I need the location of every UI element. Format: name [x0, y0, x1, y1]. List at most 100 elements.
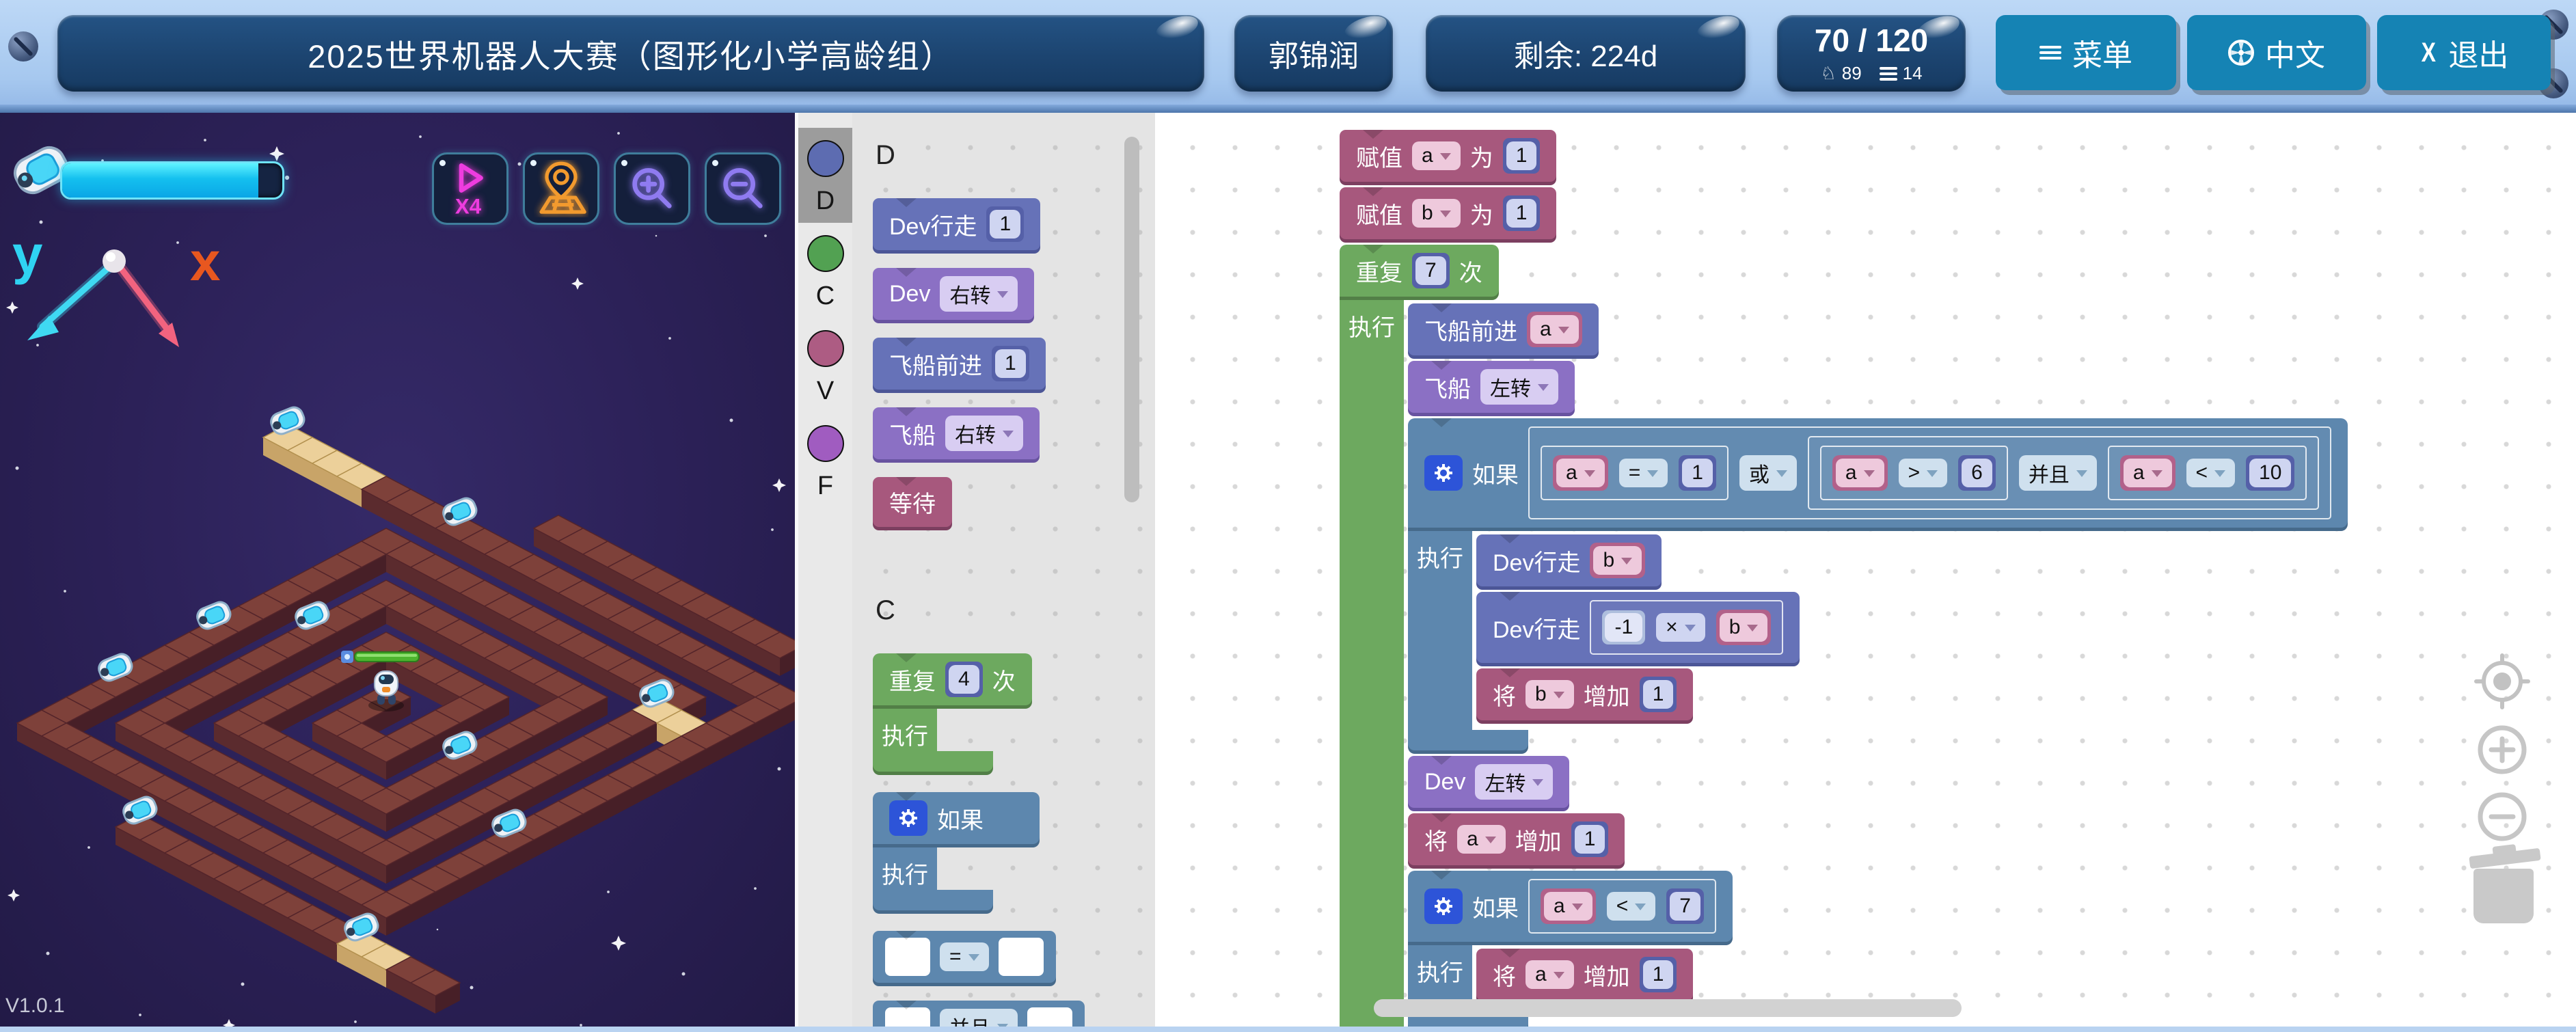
var-dropdown[interactable]: b: [1412, 199, 1461, 228]
assign-b-block[interactable]: 赋值 b 为 1: [1340, 187, 1557, 239]
speed-label: X4: [455, 194, 482, 217]
contest-title: 2025世界机器人大赛（图形化小学高龄组）: [57, 15, 1204, 92]
number-field[interactable]: 1: [1506, 141, 1537, 170]
player-name-badge: 郭锦润: [1234, 15, 1393, 92]
number-field[interactable]: 1: [1682, 459, 1713, 487]
gear-icon[interactable]: [889, 800, 927, 836]
exit-x-icon: X: [2421, 37, 2436, 68]
palette-dev-turn-block[interactable]: Dev 右转: [873, 268, 1035, 320]
gear-icon[interactable]: [1424, 455, 1463, 491]
or-dropdown[interactable]: 或: [1739, 455, 1797, 491]
direction-dropdown[interactable]: 左转: [1480, 369, 1558, 405]
version-label: V1.0.1: [5, 994, 65, 1017]
direction-dropdown[interactable]: 右转: [940, 276, 1018, 312]
workspace-zoom-out-button[interactable]: [2475, 789, 2530, 844]
compare-op-dropdown[interactable]: >: [1898, 459, 1948, 487]
compare-op-dropdown[interactable]: <: [2186, 459, 2236, 487]
zoom-in-button[interactable]: [614, 152, 690, 225]
palette-ship-forward-block[interactable]: 飞船前进 1: [873, 338, 1046, 390]
var-dropdown[interactable]: a: [1835, 459, 1884, 487]
exit-button[interactable]: X 退出: [2377, 15, 2551, 90]
number-field[interactable]: 1: [1642, 960, 1674, 989]
and-dropdown[interactable]: 并且: [2018, 455, 2097, 491]
workspace-zoom-in-button[interactable]: [2475, 722, 2530, 777]
condition-less-group: a < 10: [2107, 446, 2307, 500]
palette-repeat-block[interactable]: 重复 4 次 执行: [873, 653, 1155, 772]
if-block-inner[interactable]: 如果 a < 7 执行 将: [1408, 871, 1733, 1031]
dev-turn-block[interactable]: Dev 左转: [1408, 756, 1570, 808]
axis-x-label: x: [190, 231, 221, 292]
var-dropdown[interactable]: a: [2123, 459, 2172, 487]
number-field[interactable]: 1: [1574, 825, 1605, 854]
palette-wait-block[interactable]: 等待: [873, 477, 952, 527]
code-workspace[interactable]: 赋值 a 为 1 赋值 b 为 1 重复 7 次 执行 飞船前进 a: [1155, 113, 2576, 1032]
var-dropdown[interactable]: b: [1719, 613, 1768, 642]
var-dropdown[interactable]: a: [1457, 825, 1506, 854]
trash-can[interactable]: [2469, 843, 2543, 925]
category-d-dot: [806, 140, 844, 177]
block-palette-flyout: D Dev行走 1 Dev 右转 飞船前进 1 飞船 右转 等待 C 重复 4 …: [852, 113, 1155, 1032]
flyout-scrollbar[interactable]: [1124, 137, 1139, 502]
var-dropdown[interactable]: a: [1544, 892, 1592, 921]
ship-turn-block[interactable]: 飞船 左转: [1408, 361, 1575, 413]
dev-walk-expression-block[interactable]: Dev行走 -1 × b: [1476, 592, 1800, 663]
chevron-down-icon: [2151, 470, 2163, 483]
language-button[interactable]: 中文: [2187, 15, 2366, 90]
category-f[interactable]: F: [798, 413, 852, 508]
screw-icon: [8, 31, 38, 62]
number-field[interactable]: 1: [990, 210, 1021, 239]
palette-ship-turn-block[interactable]: 飞船 右转: [873, 407, 1040, 459]
list-icon: [1879, 66, 1897, 81]
number-field[interactable]: 10: [2249, 459, 2292, 487]
category-v[interactable]: V: [798, 318, 852, 413]
chevron-down-icon: [2214, 470, 2226, 483]
battery-hud-icon: [13, 146, 69, 195]
if-block-outer[interactable]: 如果 a = 1 或 a: [1408, 418, 2348, 750]
palette-if-block[interactable]: 如果 执行: [873, 792, 1155, 910]
speed-x4-button[interactable]: X4: [432, 152, 509, 225]
increment-a-block[interactable]: 将 a 增加 1: [1408, 813, 1625, 865]
compare-op-dropdown[interactable]: =: [1618, 459, 1668, 487]
direction-dropdown[interactable]: 左转: [1475, 764, 1554, 800]
score-value: 70 / 120: [1814, 23, 1929, 58]
number-field[interactable]: 1: [1642, 680, 1674, 709]
increment-b-block[interactable]: 将 b 增加 1: [1476, 668, 1694, 720]
zoom-out-button[interactable]: [705, 152, 781, 225]
health-bar: [60, 161, 284, 200]
category-c-dot: [806, 235, 844, 272]
language-wheel-icon: [2228, 40, 2254, 66]
number-field[interactable]: -1: [1605, 613, 1643, 642]
palette-compare-block[interactable]: =: [873, 931, 1056, 983]
menu-button[interactable]: 菜单: [1996, 15, 2176, 90]
var-dropdown[interactable]: a: [1556, 459, 1605, 487]
var-dropdown[interactable]: a: [1412, 141, 1461, 170]
chevron-down-icon: [1439, 210, 1451, 223]
multiply-dropdown[interactable]: ×: [1656, 613, 1705, 642]
direction-dropdown[interactable]: 右转: [945, 416, 1023, 451]
palette-dev-walk-block[interactable]: Dev行走 1: [873, 198, 1041, 250]
compare-op-dropdown[interactable]: <: [1606, 892, 1656, 921]
gear-icon[interactable]: [1424, 888, 1463, 924]
assign-a-block[interactable]: 赋值 a 为 1: [1340, 130, 1557, 182]
var-dropdown[interactable]: a: [1526, 960, 1574, 989]
number-field[interactable]: 6: [1962, 459, 1992, 487]
number-field[interactable]: 1: [1506, 199, 1537, 228]
category-c[interactable]: C: [798, 223, 852, 318]
category-d[interactable]: D: [798, 128, 852, 223]
map-button[interactable]: [523, 152, 599, 225]
var-dropdown[interactable]: b: [1593, 546, 1642, 575]
empty-socket: [998, 938, 1044, 976]
compare-op-dropdown[interactable]: =: [940, 942, 989, 971]
dev-walk-block[interactable]: Dev行走 b: [1476, 534, 1662, 586]
repeat-count-field[interactable]: 7: [1415, 256, 1446, 285]
repeat-block[interactable]: 重复 7 次 执行 飞船前进 a 飞船 左转: [1340, 245, 2348, 1032]
number-field[interactable]: 1: [995, 349, 1026, 378]
var-dropdown[interactable]: b: [1526, 680, 1574, 709]
workspace-horizontal-scrollbar[interactable]: [1374, 999, 1962, 1017]
ship-forward-block[interactable]: 飞船前进 a: [1408, 303, 1599, 355]
center-view-button[interactable]: [2473, 653, 2531, 710]
var-dropdown[interactable]: a: [1530, 315, 1579, 344]
increment-a-block[interactable]: 将 a 增加 1: [1476, 949, 1694, 1001]
repeat-count-field[interactable]: 4: [949, 665, 979, 694]
number-field[interactable]: 7: [1670, 892, 1700, 921]
